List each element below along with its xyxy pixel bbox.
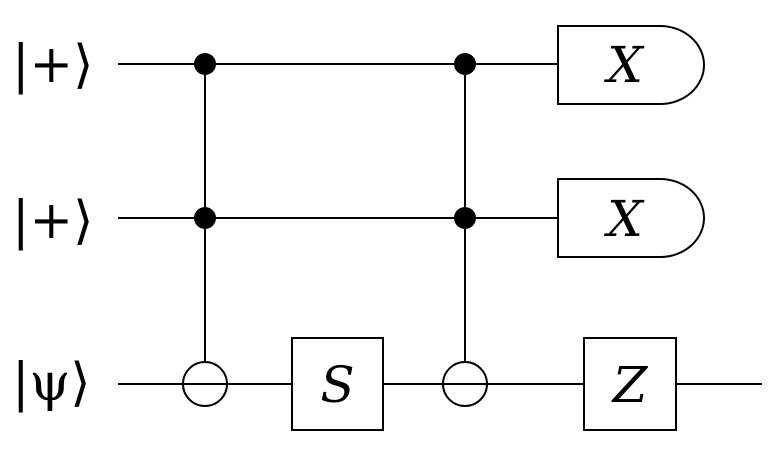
x-measurement-1-meter (557, 25, 705, 105)
x-measurement-2-label: X (603, 190, 645, 248)
toffoli-1-control-dot-qubit-1 (194, 53, 216, 75)
x-measurement-qubit-2: X (557, 178, 705, 258)
z-gate: Z (583, 337, 677, 431)
toffoli-1-control-dot-qubit-2 (194, 207, 216, 229)
s-gate: S (291, 337, 384, 431)
toffoli-gate-1 (182, 53, 228, 407)
x-measurement-2-meter (557, 178, 705, 258)
toffoli-2-control-dot-qubit-1 (454, 53, 476, 75)
z-gate-box (583, 337, 677, 431)
qubit-2-input-label: |+⟩ (12, 191, 93, 251)
s-gate-label: S (320, 356, 354, 414)
toffoli-2-control-dot-qubit-2 (454, 207, 476, 229)
x-measurement-1-label: X (603, 36, 645, 94)
z-gate-label: Z (611, 356, 649, 414)
qubit-1-input-label: |+⟩ (12, 35, 93, 95)
toffoli-gate-2 (442, 53, 488, 407)
s-gate-box (291, 337, 384, 431)
x-measurement-qubit-1: X (557, 25, 705, 105)
qubit-3-input-label: |ψ⟩ (12, 353, 91, 413)
